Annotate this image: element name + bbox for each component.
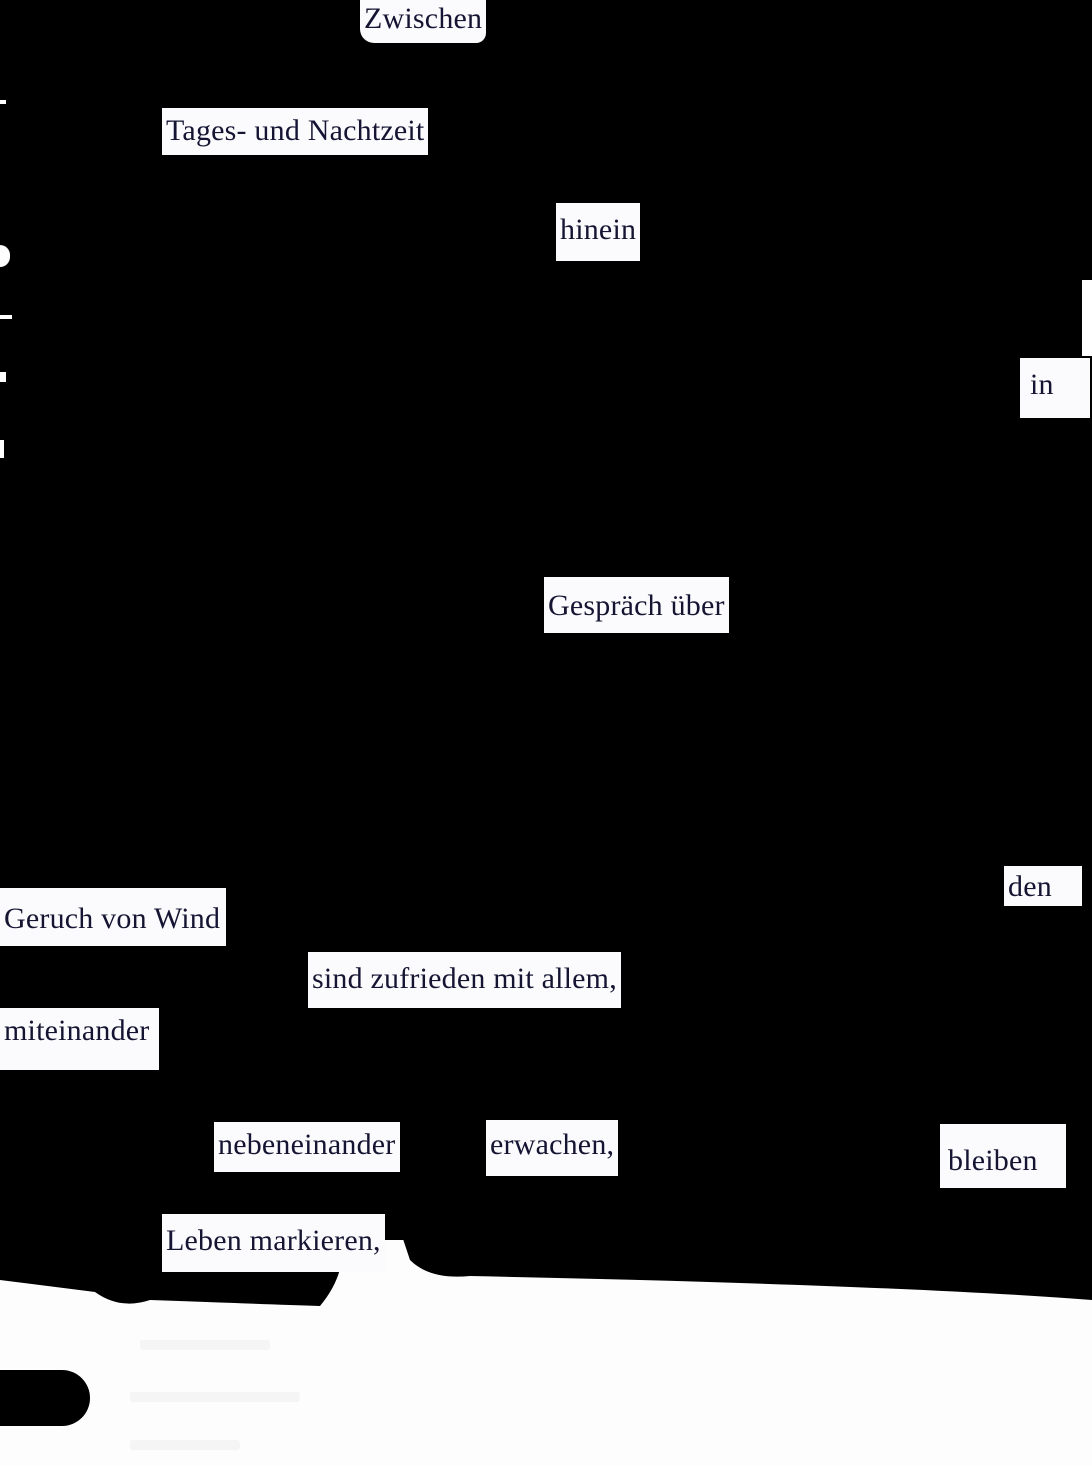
edge-notch (0, 372, 6, 382)
edge-notch (0, 440, 4, 458)
bleed-through-line (140, 1340, 270, 1350)
word-miteinander: miteinander (0, 1008, 160, 1070)
marker-blot (0, 1370, 90, 1426)
word-leben-markieren: Leben markieren, (162, 1214, 385, 1272)
edge-notch (0, 315, 12, 319)
word-tages-und-nachtzeit: Tages- und Nachtzeit (162, 108, 429, 155)
edge-notch (0, 245, 10, 267)
word-zwischen: Zwischen (360, 0, 487, 43)
word-hinein: hinein (556, 203, 641, 261)
bleed-through-line (130, 1440, 240, 1450)
edge-notch (1082, 280, 1092, 356)
word-bleiben: bleiben (940, 1124, 1066, 1188)
word-gesprach-uber: Gespräch über (544, 577, 729, 633)
word-sind-zufrieden-mit-allem: sind zufrieden mit allem, (308, 952, 621, 1008)
word-geruch-von-wind: Geruch von Wind (0, 888, 227, 946)
edge-notch (0, 100, 6, 104)
word-nebeneinander: nebeneinander (214, 1122, 400, 1172)
word-den: den (1004, 866, 1082, 906)
bleed-through-line (130, 1392, 300, 1402)
word-in: in (1020, 358, 1090, 418)
word-erwachen: erwachen, (486, 1120, 619, 1176)
